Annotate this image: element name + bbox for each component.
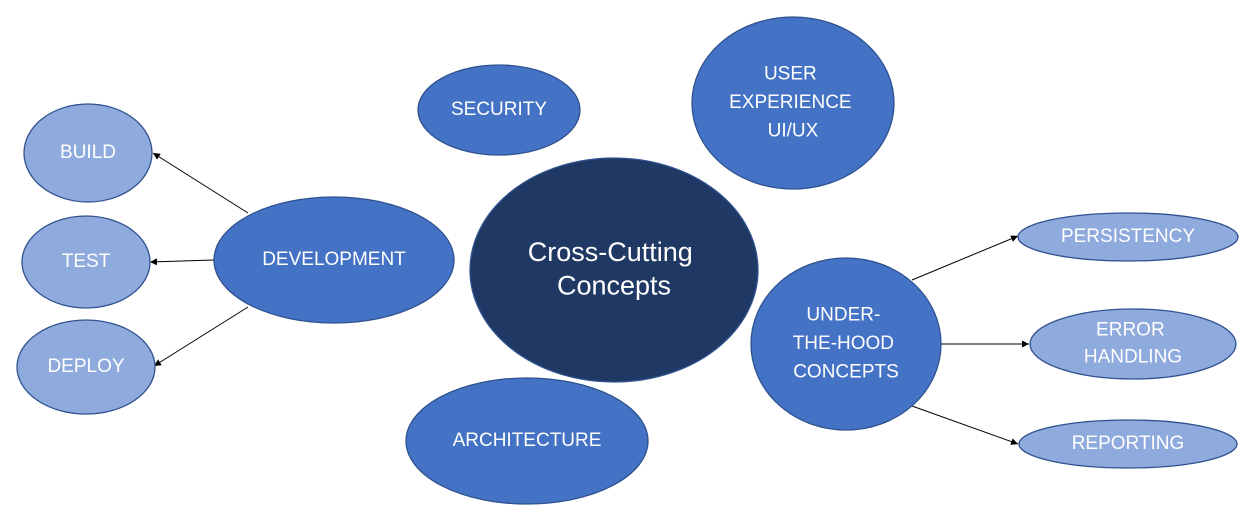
node-user-experience-line-1: USER: [764, 64, 817, 85]
node-security: SECURITY: [417, 64, 581, 156]
node-deploy: DEPLOY: [16, 319, 156, 415]
arrow-development-to-test: [149, 258, 215, 266]
node-cross-cutting-concepts: Cross-Cutting Concepts: [469, 157, 759, 383]
svg-text:SECURITY: SECURITY: [451, 99, 547, 120]
node-test-label: TEST: [62, 251, 111, 272]
arrow-development-to-deploy: [153, 306, 249, 367]
arrow-under-the-hood-to-reporting: [911, 405, 1019, 445]
node-reporting-label: REPORTING: [1072, 433, 1185, 454]
node-build-label: BUILD: [60, 142, 116, 163]
node-test: TEST: [21, 215, 151, 309]
node-reporting: REPORTING: [1018, 419, 1238, 469]
node-development-label: DEVELOPMENT: [262, 249, 406, 270]
svg-text:TEST: TEST: [62, 251, 111, 272]
svg-text:REPORTING: REPORTING: [1072, 433, 1185, 454]
node-under-the-hood-line-2: THE-HOOD: [793, 333, 894, 354]
node-under-the-hood-concepts: UNDER- THE-HOOD CONCEPTS: [750, 257, 942, 431]
node-development: DEVELOPMENT: [213, 196, 455, 324]
node-persistency-label: PERSISTENCY: [1061, 226, 1195, 247]
svg-text:DEVELOPMENT: DEVELOPMENT: [262, 249, 406, 270]
node-architecture-label: ARCHITECTURE: [453, 430, 602, 451]
node-security-label: SECURITY: [451, 99, 547, 120]
svg-text:DEPLOY: DEPLOY: [47, 356, 124, 377]
svg-text:ERROR HANDLING: ERROR HANDLING: [1084, 320, 1182, 368]
svg-text:UNDER- THE-HOOD CO: UNDER- THE-HOOD CONCEPTS: [793, 305, 900, 383]
node-under-the-hood-line-1: UNDER-: [806, 305, 880, 326]
svg-text:USER EXPERIENCE UI: USER EXPERIENCE UI/UX: [729, 64, 857, 142]
svg-text:ARCHITECTURE: ARCHITECTURE: [453, 430, 602, 451]
node-cross-cutting-concepts-line-2: Concepts: [557, 271, 671, 301]
node-error-handling-line-1: ERROR: [1096, 320, 1165, 341]
node-user-experience-line-3: UI/UX: [768, 121, 819, 142]
svg-text:PERSISTENCY: PERSISTENCY: [1061, 226, 1195, 247]
node-error-handling: ERROR HANDLING: [1029, 308, 1237, 380]
node-cross-cutting-concepts-line-1: Cross-Cutting: [528, 237, 693, 267]
node-user-experience: USER EXPERIENCE UI/UX: [691, 16, 895, 190]
arrow-under-the-hood-to-persistency: [911, 235, 1019, 281]
node-persistency: PERSISTENCY: [1017, 212, 1239, 262]
arrow-development-to-build: [152, 152, 249, 214]
svg-text:BUILD: BUILD: [60, 142, 116, 163]
node-error-handling-line-2: HANDLING: [1084, 346, 1182, 367]
node-build: BUILD: [23, 103, 153, 203]
svg-text:Cross-Cutting Concepts: Cross-Cutting Concepts: [528, 237, 701, 301]
node-user-experience-line-2: EXPERIENCE: [729, 92, 851, 113]
node-deploy-label: DEPLOY: [47, 356, 124, 377]
node-under-the-hood-line-3: CONCEPTS: [793, 362, 899, 383]
node-architecture: ARCHITECTURE: [405, 377, 649, 505]
